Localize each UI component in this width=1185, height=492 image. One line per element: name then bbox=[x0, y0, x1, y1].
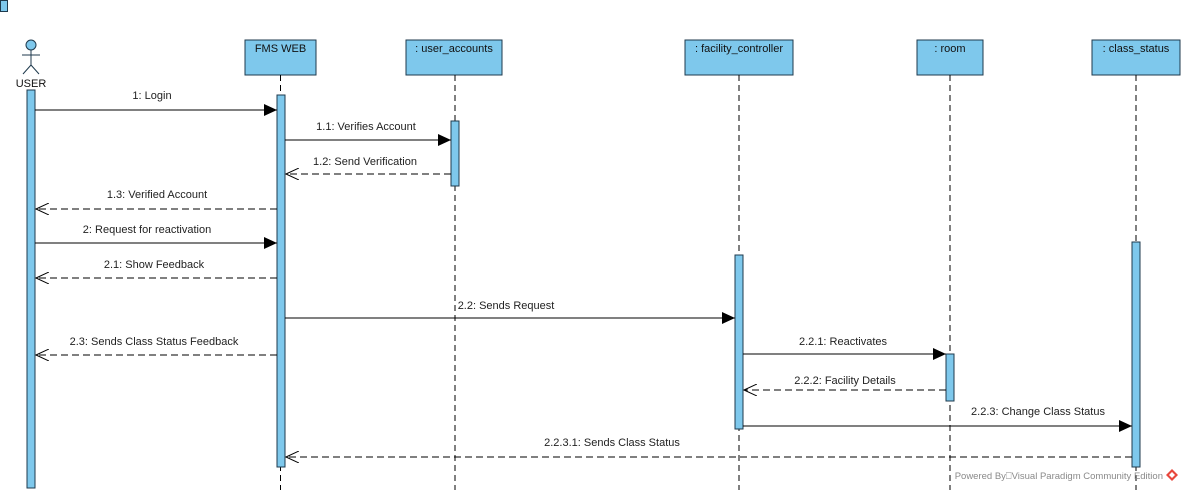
lifeline-fms-web[interactable]: FMS WEB bbox=[244, 39, 317, 76]
actor-head-icon bbox=[25, 39, 37, 51]
corner-handle bbox=[0, 0, 8, 12]
activation-room[interactable] bbox=[945, 353, 955, 402]
message-label: 1: Login bbox=[132, 90, 171, 102]
message-label: 2: Request for reactivation bbox=[83, 224, 211, 236]
message-label: 2.2.1: Reactivates bbox=[799, 336, 888, 348]
message-1-3-verified-account[interactable]: 1.3: Verified Account bbox=[36, 189, 277, 209]
message-label: 2.3: Sends Class Status Feedback bbox=[70, 336, 239, 348]
lifeline-label: : user_accounts bbox=[415, 43, 493, 55]
message-1-2-send-verification[interactable]: 1.2: Send Verification bbox=[286, 156, 451, 174]
lifeline-facility-controller[interactable]: : facility_controller bbox=[684, 39, 794, 76]
message-2-2-1-reactivates[interactable]: 2.2.1: Reactivates bbox=[743, 336, 946, 360]
message-label: 2.1: Show Feedback bbox=[104, 259, 205, 271]
message-label: 1.2: Send Verification bbox=[313, 156, 417, 168]
message-label: 2.2.3.1: Sends Class Status bbox=[544, 437, 680, 449]
lifeline-class-status[interactable]: : class_status bbox=[1091, 39, 1181, 76]
message-1-1-verifies-account[interactable]: 1.1: Verifies Account bbox=[285, 121, 451, 146]
watermark-text: Powered By⎕Visual Paradigm Community Edi… bbox=[955, 471, 1163, 482]
activation-user-accounts[interactable] bbox=[450, 120, 460, 187]
lifeline-label: : room bbox=[934, 43, 965, 55]
message-label: 1.1: Verifies Account bbox=[316, 121, 416, 133]
message-label: 2.2.3: Change Class Status bbox=[971, 406, 1105, 418]
message-1-login[interactable]: 1: Login bbox=[35, 90, 277, 116]
visual-paradigm-logo-icon bbox=[1166, 469, 1178, 481]
lifeline-user-accounts[interactable]: : user_accounts bbox=[405, 39, 503, 76]
lifeline-dashes bbox=[30, 75, 1137, 490]
message-2-2-3-1-sends-class-status[interactable]: 2.2.3.1: Sends Class Status bbox=[286, 437, 1132, 457]
message-2-2-3-change-class-status[interactable]: 2.2.3: Change Class Status bbox=[743, 406, 1132, 432]
message-2-1-show-feedback[interactable]: 2.1: Show Feedback bbox=[36, 259, 277, 278]
activation-user[interactable] bbox=[26, 89, 36, 489]
activation-fms-web[interactable] bbox=[276, 94, 286, 468]
message-2-2-sends-request[interactable]: 2.2: Sends Request bbox=[285, 300, 735, 324]
message-2-2-2-facility-details[interactable]: 2.2.2: Facility Details bbox=[744, 375, 946, 390]
lifeline-label: FMS WEB bbox=[255, 43, 306, 55]
activation-facility-controller[interactable] bbox=[734, 254, 744, 430]
message-2-3-sends-class-status-feedback[interactable]: 2.3: Sends Class Status Feedback bbox=[36, 336, 277, 355]
message-label: 1.3: Verified Account bbox=[107, 189, 207, 201]
actor-label: USER bbox=[16, 78, 47, 90]
lifeline-room[interactable]: : room bbox=[916, 39, 984, 76]
actor-user[interactable]: USER bbox=[16, 39, 47, 90]
message-2-request-for-reactivation[interactable]: 2: Request for reactivation bbox=[35, 224, 277, 249]
lifeline-label: : class_status bbox=[1103, 43, 1170, 55]
activation-class-status[interactable] bbox=[1131, 241, 1141, 468]
message-label: 2.2.2: Facility Details bbox=[794, 375, 896, 387]
lifeline-label: : facility_controller bbox=[695, 43, 783, 55]
message-label: 2.2: Sends Request bbox=[458, 300, 555, 312]
